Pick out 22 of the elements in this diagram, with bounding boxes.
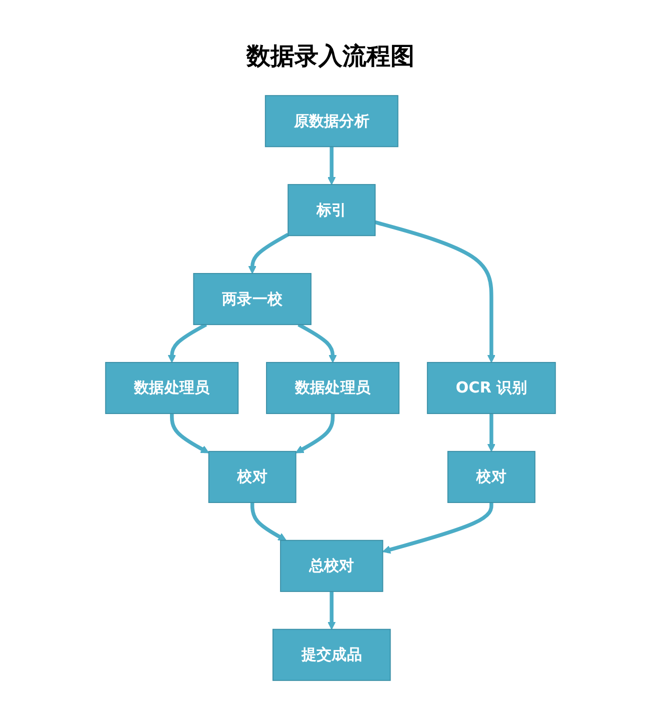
arrow: [374, 220, 496, 363]
node-box: 数据处理员: [105, 362, 239, 414]
arrow: [295, 414, 335, 454]
arrow: [248, 232, 290, 274]
arrow: [170, 414, 210, 454]
node-box: 原数据分析: [264, 95, 398, 148]
arrow: [250, 502, 286, 541]
arrow: [168, 322, 208, 363]
node-box: 两录一校: [193, 273, 312, 326]
node-box: OCR 识别: [426, 362, 556, 414]
node-box: 校对: [447, 450, 536, 503]
arrow: [487, 414, 496, 452]
node-box: 标引: [288, 184, 376, 236]
arrow: [298, 322, 337, 363]
node-box: 总校对: [280, 540, 384, 592]
diagram-title: 数据录入流程图: [245, 41, 416, 72]
arrow: [382, 502, 494, 554]
arrow: [327, 591, 336, 630]
node-box: 数据处理员: [266, 362, 400, 414]
node-box: 提交成品: [272, 628, 391, 681]
arrow: [327, 146, 336, 185]
node-box: 校对: [208, 450, 296, 503]
